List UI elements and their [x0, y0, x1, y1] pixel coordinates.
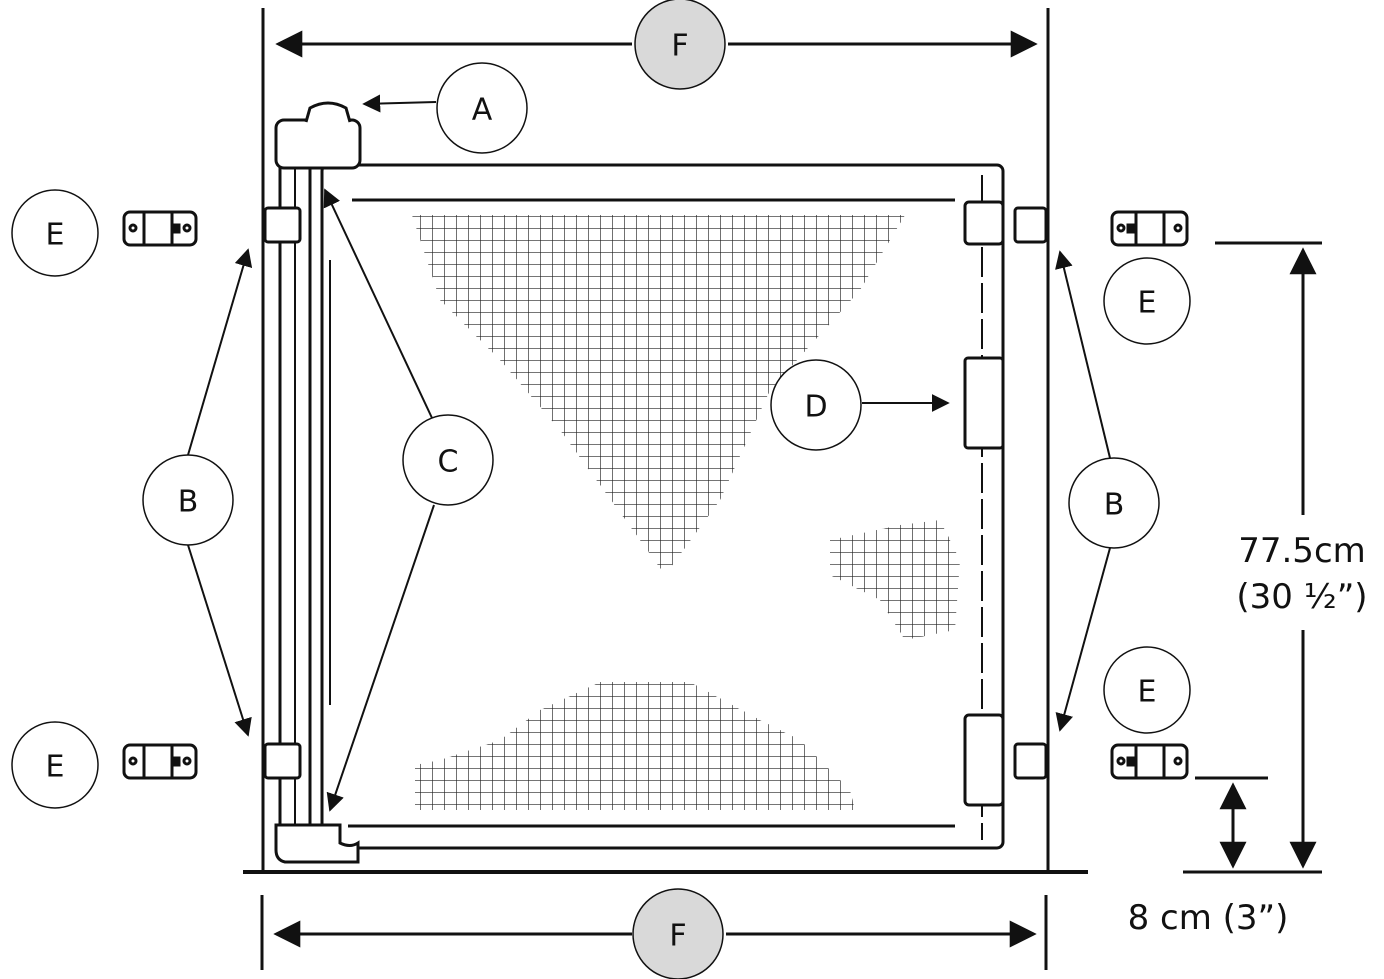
roller-post [274, 101, 362, 864]
label-b-left: B [178, 485, 199, 520]
bracket-icons [122, 210, 1189, 780]
label-d: D [804, 390, 827, 425]
label-a: A [472, 93, 493, 128]
label-f-top: F [671, 29, 688, 64]
height-dimension [1183, 241, 1322, 874]
label-e-bottom-left: E [46, 750, 65, 785]
height-imperial: (30 ½”) [1236, 577, 1367, 617]
latch-column [963, 200, 1005, 807]
label-c: C [438, 445, 459, 480]
height-metric: 77.5cm [1238, 531, 1366, 571]
width-dimension-bottom: F [260, 888, 1048, 979]
callout-arrows [187, 94, 1111, 812]
label-b-right: B [1104, 488, 1125, 523]
roller-base [274, 823, 360, 864]
label-e-top-left: E [46, 218, 65, 253]
label-e-top-right: E [1138, 286, 1157, 321]
wall-brackets [263, 206, 1048, 780]
label-e-bottom-right: E [1138, 675, 1157, 710]
callouts: A B B C D E E E E [11, 62, 1191, 809]
label-f-bottom: F [669, 919, 686, 954]
mesh-fabric [412, 215, 960, 810]
locking-knob [304, 101, 352, 123]
floor-clearance: 8 cm (3”) [1128, 898, 1289, 938]
width-dimension-top: F [275, 0, 1038, 90]
